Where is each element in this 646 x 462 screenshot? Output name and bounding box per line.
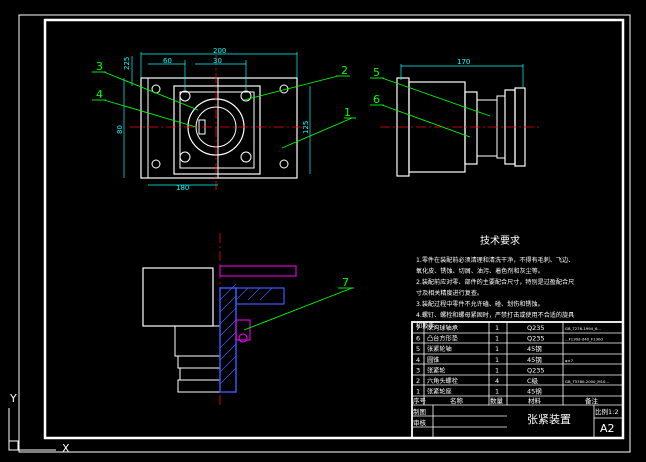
bom-cell-note: ...F130d-d40_F130d <box>565 337 603 342</box>
mount-hole <box>279 159 289 169</box>
callout-numbers: 3 4 2 1 5 6 7 <box>96 60 380 289</box>
sign-row-draw: 制图 <box>413 407 426 416</box>
dim-height-left-b: 80 <box>116 125 124 134</box>
bom-cell-material: Q235 <box>527 366 545 374</box>
bom-cell-name: 六角头螺栓 <box>427 377 458 385</box>
bolt-hole <box>179 90 191 102</box>
bom-header-note: 备注 <box>585 396 599 405</box>
bom-header-no: 序号 <box>413 396 427 405</box>
top-view-base-plate <box>140 77 298 179</box>
bom-cell-note: GB_T5780-2000_M10... <box>565 379 609 384</box>
bom-cell-name: 圆锥 <box>427 356 439 364</box>
technical-requirements: 技术要求 1.零件在装配前必须清理和清洗干净，不得有毛刺、飞边、 氧化皮、锈蚀、… <box>416 234 574 330</box>
bom-cell-qty: 1 <box>495 324 499 332</box>
bom-cell-name: 深沟球轴承 <box>427 324 458 332</box>
bom-cell-no: 3 <box>416 366 420 374</box>
dim-inner-width: 60 <box>163 57 172 65</box>
tech-req-line: 氧化皮、锈蚀、切屑、油污、着色剂和灰尘等。 <box>416 267 544 275</box>
ucs-x-label: X <box>62 442 70 455</box>
bom-cell-material: C级 <box>527 376 539 385</box>
bolt-hole <box>240 90 252 102</box>
bom-cell-no: 1 <box>416 388 420 396</box>
bom-cell-no: 5 <box>416 345 420 353</box>
dim-overall-width: 200 <box>213 47 226 55</box>
bom-header-material: 材料 <box>528 396 542 405</box>
callout-4: 4 <box>96 88 103 101</box>
bom-cell-note: GB_T276-1994_6... <box>565 326 601 331</box>
bom-cell-no: 4 <box>416 356 420 364</box>
bom-header-qty: 数量 <box>490 396 504 405</box>
callout-2: 2 <box>341 64 348 77</box>
tech-req-line: 2.装配前应对零、部件的主要配合尺寸，特别是过盈配合尺 <box>416 278 574 286</box>
callout-5: 5 <box>373 66 380 79</box>
sheet-outer-border <box>18 14 631 453</box>
bom-cell-name: 张紧轮轴 <box>427 345 452 353</box>
bom-cell-no: 6 <box>416 335 420 343</box>
sheet-size: A2 <box>600 422 615 435</box>
drawing-frame <box>43 18 625 440</box>
dim-height-left-a: 225 <box>123 57 131 70</box>
bom-cell-name: 凸台方形垫 <box>427 335 459 343</box>
callout-leaders <box>92 71 491 331</box>
bom-cell-name: 张紧轮座 <box>427 388 452 396</box>
dim-height-right: 125 <box>302 121 310 134</box>
bolt-hole <box>240 151 252 163</box>
callout-1: 1 <box>344 106 351 119</box>
bom-cell-material: Q235 <box>527 324 545 332</box>
sign-row-check: 审核 <box>413 418 427 427</box>
ucs-y-label: Y <box>9 392 17 405</box>
bom-cell-no: 7 <box>416 324 420 332</box>
bom-cell-name: 张紧轮 <box>427 366 446 374</box>
bom-cell-qty: 1 <box>495 388 499 396</box>
bom-cell-qty: 1 <box>495 335 499 343</box>
drawing-title: 张紧装置 <box>527 413 571 426</box>
tech-req-line: 3.装配过程中零件不允许磕、碰、划伤和锈蚀。 <box>416 300 544 308</box>
bom-cell-material: 45钢 <box>527 388 542 396</box>
dim-bottom-width: 180 <box>176 184 189 192</box>
bom-cell-qty: 1 <box>495 366 499 374</box>
section-view <box>142 233 297 405</box>
tech-req-line: 4.螺钉、螺栓和螺母紧固时，严禁打击或使用不合适的旋具 <box>416 311 574 319</box>
bom-header-name: 名称 <box>450 396 464 405</box>
callout-6: 6 <box>373 93 380 106</box>
bom-cell-qty: 1 <box>495 356 499 364</box>
bom-cell-qty: 1 <box>495 345 499 353</box>
bom-cell-no: 2 <box>416 377 420 385</box>
ucs-icon <box>8 408 56 451</box>
callout-7: 7 <box>342 276 349 289</box>
tech-req-title: 技术要求 <box>480 234 520 247</box>
bom-cell-material: 45钢 <box>527 345 542 353</box>
scale-label: 比例1:2 <box>595 407 618 416</box>
callout-3: 3 <box>96 60 103 73</box>
bolt-hole <box>179 151 191 163</box>
dim-side-length: 170 <box>457 58 470 66</box>
dim-inner-gap: 30 <box>213 57 222 65</box>
tech-req-line: 寸及相关精度进行复查。 <box>416 289 483 297</box>
bom-cell-note: φ×7 <box>565 358 574 363</box>
bom-cell-material: Q235 <box>527 335 545 343</box>
bom-cell-material: 45钢 <box>527 356 542 364</box>
mount-hole <box>151 159 161 169</box>
tech-req-line: 1.零件在装配前必须清理和清洗干净，不得有毛刺、飞边、 <box>416 256 574 264</box>
top-view: 200 60 30 225 80 125 180 <box>116 47 311 192</box>
side-view: 170 <box>380 58 540 177</box>
tech-req-line: 和扳手。 <box>416 322 440 330</box>
bom-cell-qty: 4 <box>495 377 499 385</box>
